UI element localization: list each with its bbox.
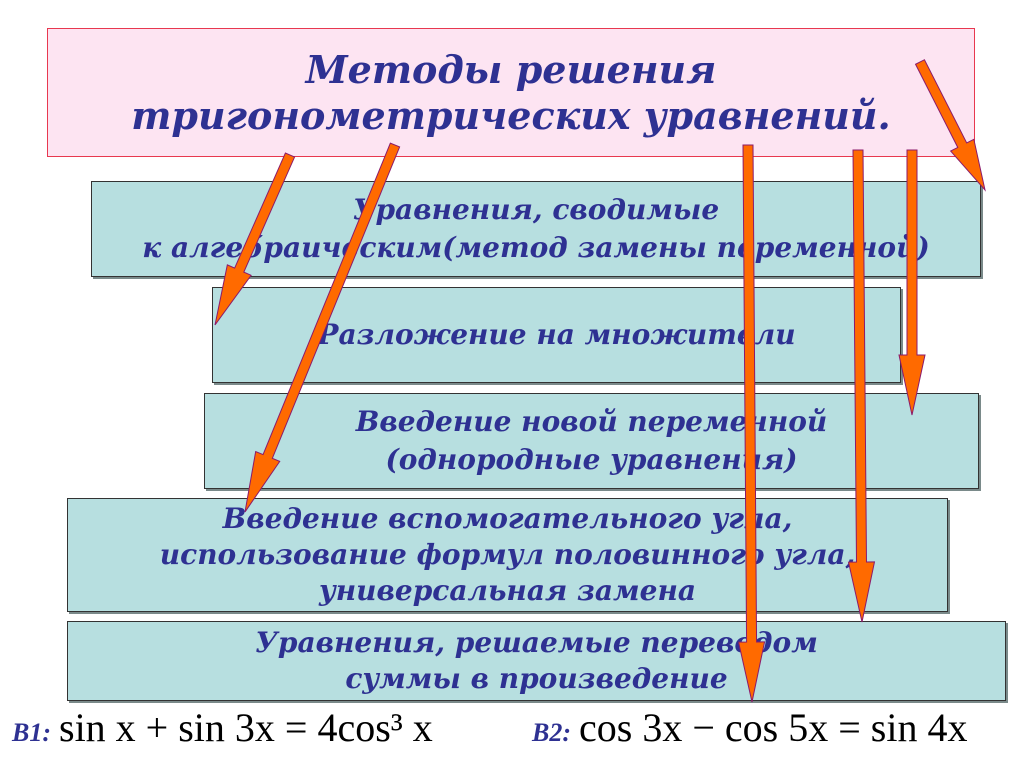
method-text: суммы в произведение — [345, 662, 728, 695]
method-box-factorization: Разложение на множители — [212, 287, 901, 383]
method-box-new-variable: Введение новой переменной (однородные ур… — [204, 393, 979, 489]
method-box-auxiliary-angle: Введение вспомогательного угла, использо… — [67, 498, 948, 612]
equation-label: B2: — [532, 718, 571, 747]
method-text: Уравнения, решаемые переводом — [255, 626, 818, 659]
method-box-sum-to-product: Уравнения, решаемые переводом суммы в пр… — [67, 621, 1006, 701]
equation-text: sin x + sin 3x = 4cos³ x — [59, 705, 433, 750]
method-text: Введение новой переменной — [355, 405, 828, 438]
method-box-algebraic: Уравнения, сводимые к алгебраическим(мет… — [91, 181, 981, 277]
title-line-1: Методы решения — [305, 46, 717, 92]
method-text: к алгебраическим(метод замены переменной… — [142, 231, 930, 264]
slide-title: Методы решения тригонометрических уравне… — [47, 28, 975, 157]
method-text: Введение вспомогательного угла, — [222, 502, 793, 535]
method-text: Уравнения, сводимые — [352, 193, 720, 226]
title-line-2: тригонометрических уравнений. — [131, 92, 891, 138]
method-text: (однородные уравнения) — [385, 443, 798, 476]
equation-text: cos 3x − cos 5x = sin 4x — [579, 705, 968, 750]
method-text: универсальная замена — [318, 574, 697, 607]
equation-label: B1: — [12, 718, 51, 747]
method-text: использование формул половинного угла, — [159, 538, 856, 571]
method-text: Разложение на множители — [317, 318, 796, 351]
equation-b2: B2: cos 3x − cos 5x = sin 4x — [532, 704, 967, 751]
equation-b1: B1: sin x + sin 3x = 4cos³ x — [12, 704, 433, 751]
